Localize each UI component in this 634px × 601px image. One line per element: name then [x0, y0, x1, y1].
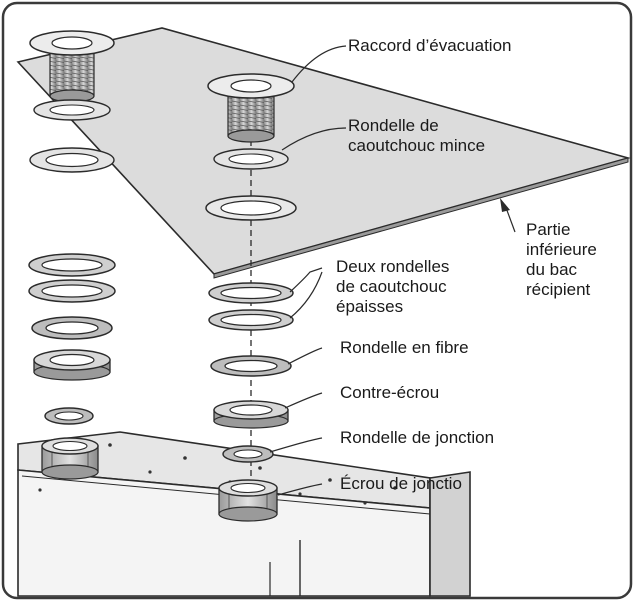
label-locknut: Contre-écrou	[340, 383, 440, 402]
union-nut	[218, 479, 278, 522]
label-tank-bottom-line4: récipient	[526, 280, 591, 299]
label-joint-washer: Rondelle de jonction	[340, 428, 495, 447]
label-fibre-washer: Rondelle en fibre	[340, 338, 469, 357]
label-tank-bottom-line1: Partie	[526, 220, 571, 239]
locknut	[213, 400, 289, 429]
centre-stack	[205, 73, 297, 522]
label-tank-bottom-line2: inférieure	[526, 240, 597, 259]
label-union-nut: Écrou de jonctio	[340, 474, 462, 493]
leader-lines	[269, 45, 516, 496]
arrowhead	[500, 198, 510, 212]
tank-bottom-panel	[16, 27, 631, 279]
label-thin-washer-line1: Rondelle de	[348, 116, 439, 135]
base-cabinet	[17, 431, 471, 597]
left-stack	[28, 30, 116, 480]
label-thick-washers-line3: épaisses	[336, 297, 404, 316]
label-drain-fitting: Raccord d’évacuation	[348, 36, 512, 55]
label-thick-washers-line1: Deux rondelles	[336, 257, 450, 276]
label-thick-washers-line2: de caoutchouc	[336, 277, 447, 296]
label-tank-bottom-line3: du bac	[526, 260, 578, 279]
label-thin-washer-line2: caoutchouc mince	[348, 136, 486, 155]
